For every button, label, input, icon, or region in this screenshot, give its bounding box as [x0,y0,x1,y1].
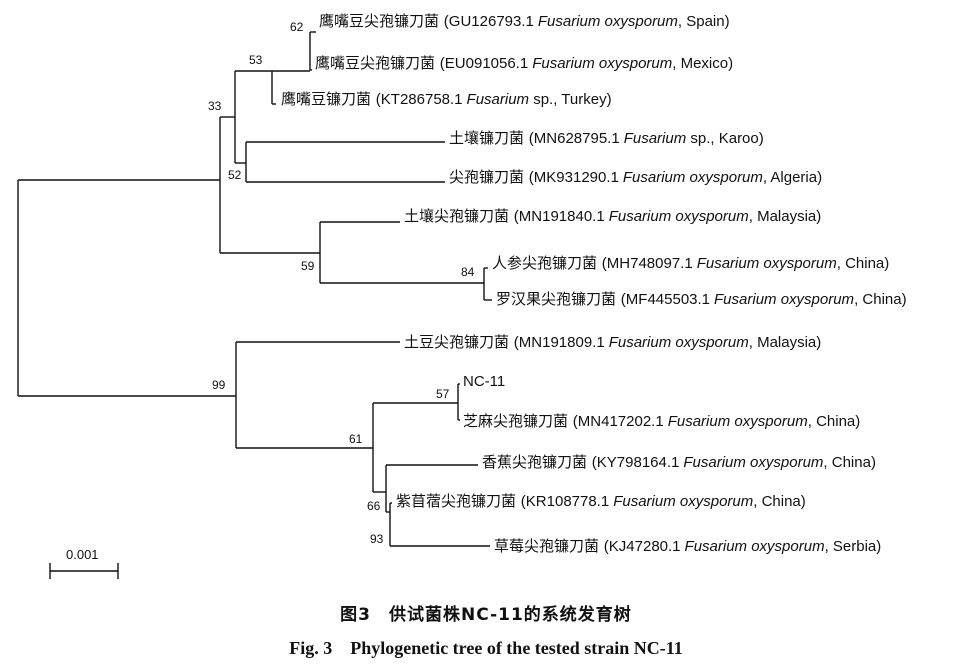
figure-caption-chinese: 图3 供试菌株NC-11的系统发育树 [340,605,632,625]
figure-caption-english: Fig. 3 Phylogenetic tree of the tested s… [289,638,683,658]
bootstrap-values: 62 53 33 52 59 84 99 57 61 66 93 [208,20,475,546]
leaf-label-nc11: NC-11 [463,373,505,390]
bootstrap-33: 33 [208,99,222,113]
scale-bar-line [49,563,119,579]
bootstrap-99: 99 [212,378,226,392]
bootstrap-84: 84 [461,265,475,279]
tree-branches [17,31,492,547]
bootstrap-61: 61 [349,432,363,446]
bootstrap-62: 62 [290,20,304,34]
bootstrap-66: 66 [367,499,381,513]
bootstrap-59: 59 [301,259,315,273]
phylogenetic-tree: 62 53 33 52 59 84 99 57 61 66 93 鹰嘴豆尖孢镰刀… [17,12,907,579]
bootstrap-93: 93 [370,532,384,546]
scale-bar-label: 0.001 [66,547,99,562]
bootstrap-52: 52 [228,168,242,182]
bootstrap-57: 57 [436,387,450,401]
scale-bar: 0.001 [49,547,119,579]
bootstrap-53: 53 [249,53,263,67]
